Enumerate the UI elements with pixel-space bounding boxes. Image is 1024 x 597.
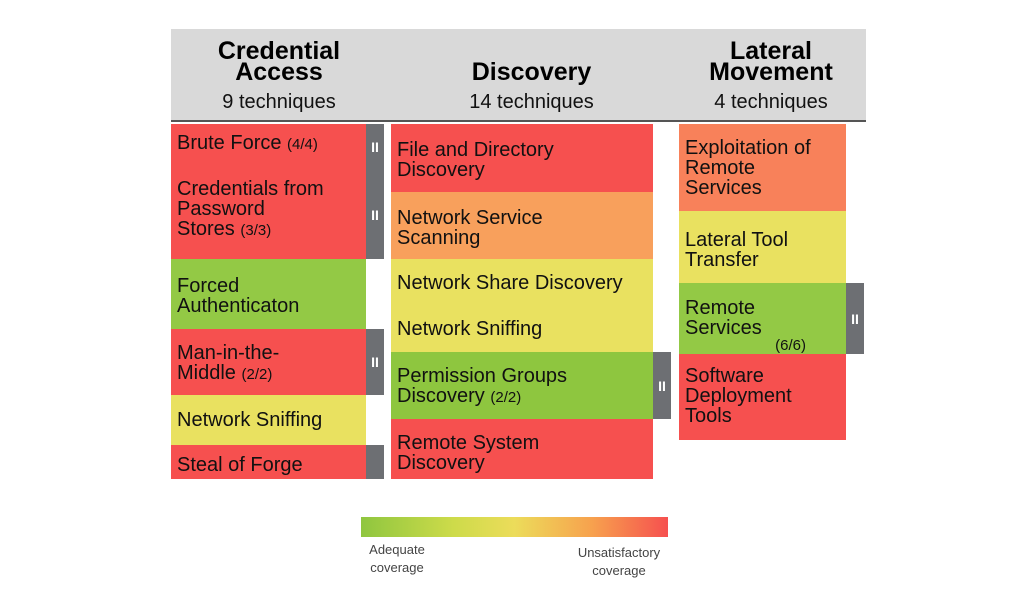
technique-lateral-tool-transfer: Lateral Tool Transfer <box>679 211 846 283</box>
technique-network-service-scanning: Network Service Scanning <box>391 192 653 259</box>
technique-label: Credentials from <box>177 178 324 200</box>
technique-ratio: (2/2) <box>490 389 522 406</box>
technique-label: Deployment <box>685 385 792 407</box>
technique-ratio: (2/2) <box>241 366 273 383</box>
technique-software-deployment-tools: Software Deployment Tools <box>679 354 846 440</box>
technique-man-in-the-middle: Man-in-the- Middle (2/2) <box>171 329 366 395</box>
technique-label: Tools <box>685 405 732 427</box>
header-divider <box>171 120 866 122</box>
technique-network-sniffing: Network Sniffing <box>391 304 653 352</box>
technique-credentials-from-password-stores: Credentials from Password Stores (3/3) <box>171 170 366 259</box>
column-header-lateral-movement: Lateral Movement 4 techniques <box>676 37 866 114</box>
technique-count: 14 techniques <box>469 91 594 113</box>
technique-file-and-directory-discovery: File and Directory Discovery <box>391 124 653 192</box>
technique-label: Scanning <box>397 227 481 249</box>
column-title: Discovery <box>391 58 672 86</box>
column-title-line: Discovery <box>471 58 592 86</box>
technique-label: Network Sniffing <box>177 409 323 431</box>
coverage-marker <box>366 445 384 479</box>
technique-ratio: (4/4) <box>287 136 318 153</box>
legend-text: Unsatisfactory <box>577 545 661 560</box>
technique-remote-system-discovery: Remote System Discovery <box>391 419 653 479</box>
column-title-line: Access <box>235 58 323 86</box>
technique-permission-groups-discovery: Permission Groups Discovery (2/2) <box>391 352 653 419</box>
technique-label: Network Sniffing <box>397 318 543 340</box>
technique-brute-force: Brute Force (4/4) <box>171 124 366 170</box>
technique-ratio: (3/3) <box>240 222 272 239</box>
column-title: Credential Access <box>171 37 387 86</box>
header-band <box>171 29 866 120</box>
technique-label: Remote System <box>397 432 540 454</box>
column-title-line: Movement <box>709 58 833 86</box>
technique-exploitation-of-remote-services: Exploitation of Remote Services <box>679 124 846 211</box>
technique-label: Network Share Discovery <box>397 272 623 294</box>
coverage-gradient-legend <box>361 517 668 537</box>
technique-network-sniffing: Network Sniffing <box>171 395 366 445</box>
technique-remote-services: Remote Services (6/6) <box>679 283 846 354</box>
technique-label: Stores <box>177 218 235 240</box>
technique-label: Steal of Forge <box>177 454 303 476</box>
technique-label: Discovery <box>397 385 485 407</box>
technique-label: Discovery <box>397 159 485 181</box>
technique-label: Permission Groups <box>397 365 568 387</box>
technique-label: Lateral Tool <box>685 229 789 251</box>
technique-label: Authenticaton <box>177 295 300 317</box>
legend-text: coverage <box>370 560 424 575</box>
technique-label: Services <box>685 317 762 339</box>
legend-text: Adequate <box>369 542 425 557</box>
technique-label: Software <box>685 365 764 387</box>
technique-ratio: (6/6) <box>775 337 806 354</box>
technique-label: Password <box>177 198 265 220</box>
technique-label: Remote <box>685 297 756 319</box>
technique-label: Network Service <box>397 207 543 229</box>
technique-label: Man-in-the- <box>177 342 280 364</box>
technique-network-share-discovery: Network Share Discovery <box>391 259 653 304</box>
technique-count: 4 techniques <box>714 91 828 113</box>
legend-text: coverage <box>592 563 646 578</box>
coverage-marker: II <box>653 352 671 419</box>
coverage-marker: II <box>366 170 384 259</box>
technique-label: Brute Force <box>177 132 282 154</box>
technique-label: Discovery <box>397 452 485 474</box>
technique-label: Middle <box>177 362 236 384</box>
coverage-marker: II <box>846 283 864 354</box>
technique-steal-of-forge: Steal of Forge <box>171 445 366 479</box>
legend-label-adequate: Adequate coverage <box>352 541 442 577</box>
column-title: Lateral Movement <box>676 37 866 86</box>
technique-count: 9 techniques <box>222 91 336 113</box>
technique-forced-authentication: Forced Authenticaton <box>171 259 366 329</box>
technique-label: Remote <box>685 157 756 179</box>
legend-label-unsatisfactory: Unsatisfactory coverage <box>560 544 678 580</box>
column-header-credential-access: Credential Access 9 techniques <box>171 37 387 114</box>
technique-label: Services <box>685 177 762 199</box>
technique-label: Transfer <box>685 249 759 271</box>
technique-label: File and Directory <box>397 139 554 161</box>
column-header-discovery: Discovery 14 techniques <box>391 58 672 114</box>
coverage-marker: II <box>366 329 384 395</box>
coverage-marker: II <box>366 124 384 170</box>
column-title-line: Lateral <box>730 37 812 65</box>
column-title-line: Credential <box>217 37 341 65</box>
technique-label: Exploitation of <box>685 137 811 159</box>
technique-label: Forced <box>177 275 240 297</box>
